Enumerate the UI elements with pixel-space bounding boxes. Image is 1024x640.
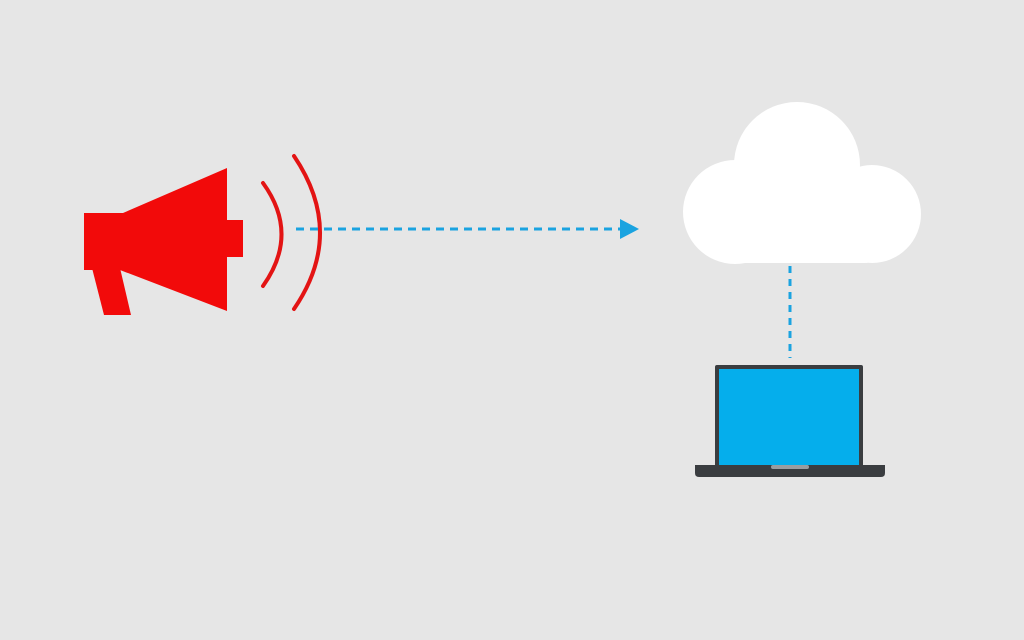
arrowhead-icon bbox=[620, 219, 639, 239]
laptop-icon bbox=[695, 365, 885, 477]
sound-waves-icon bbox=[261, 154, 322, 311]
connector-megaphone-to-cloud bbox=[296, 219, 639, 239]
megaphone-icon bbox=[84, 168, 243, 315]
laptop-screen bbox=[719, 369, 859, 465]
cloud-icon bbox=[683, 102, 921, 264]
